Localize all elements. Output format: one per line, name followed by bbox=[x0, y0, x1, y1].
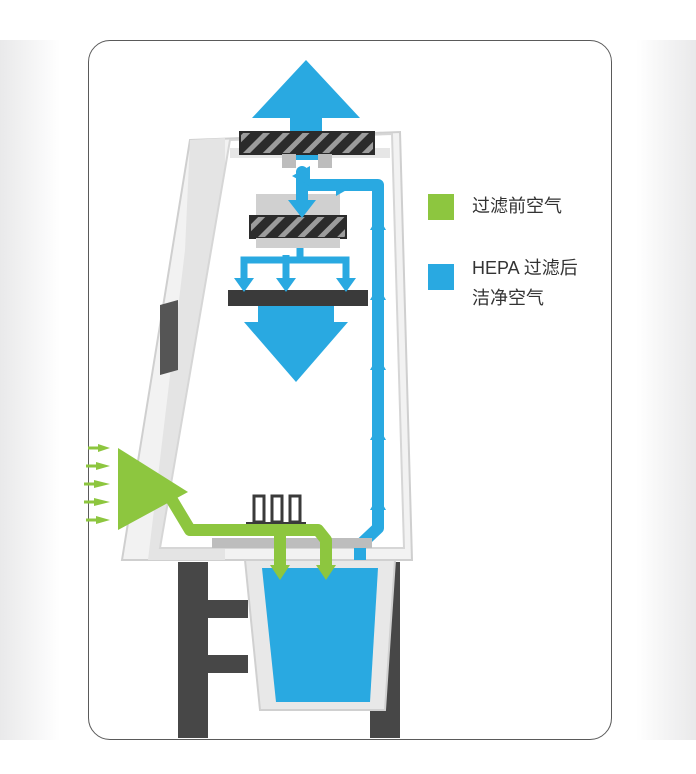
cabinet-sump bbox=[243, 559, 397, 711]
green-square-icon bbox=[428, 194, 454, 220]
diffuser-plate bbox=[228, 290, 368, 306]
exhaust-hepa-filter bbox=[239, 131, 375, 168]
background-fade-right bbox=[636, 40, 696, 740]
legend-label-hepa: HEPA 过滤后 bbox=[472, 258, 578, 278]
work-zone-down-arrow bbox=[244, 306, 348, 382]
blue-square-icon bbox=[428, 264, 454, 290]
downflow-arrowheads bbox=[234, 278, 356, 292]
background-fade-left bbox=[0, 40, 60, 740]
legend-label-pre-filter: 过滤前空气 bbox=[472, 196, 562, 216]
legend-label-clean-air: 洁净空气 bbox=[472, 288, 544, 308]
exhaust-air-arrow bbox=[252, 60, 360, 160]
inflow-air bbox=[84, 444, 336, 580]
